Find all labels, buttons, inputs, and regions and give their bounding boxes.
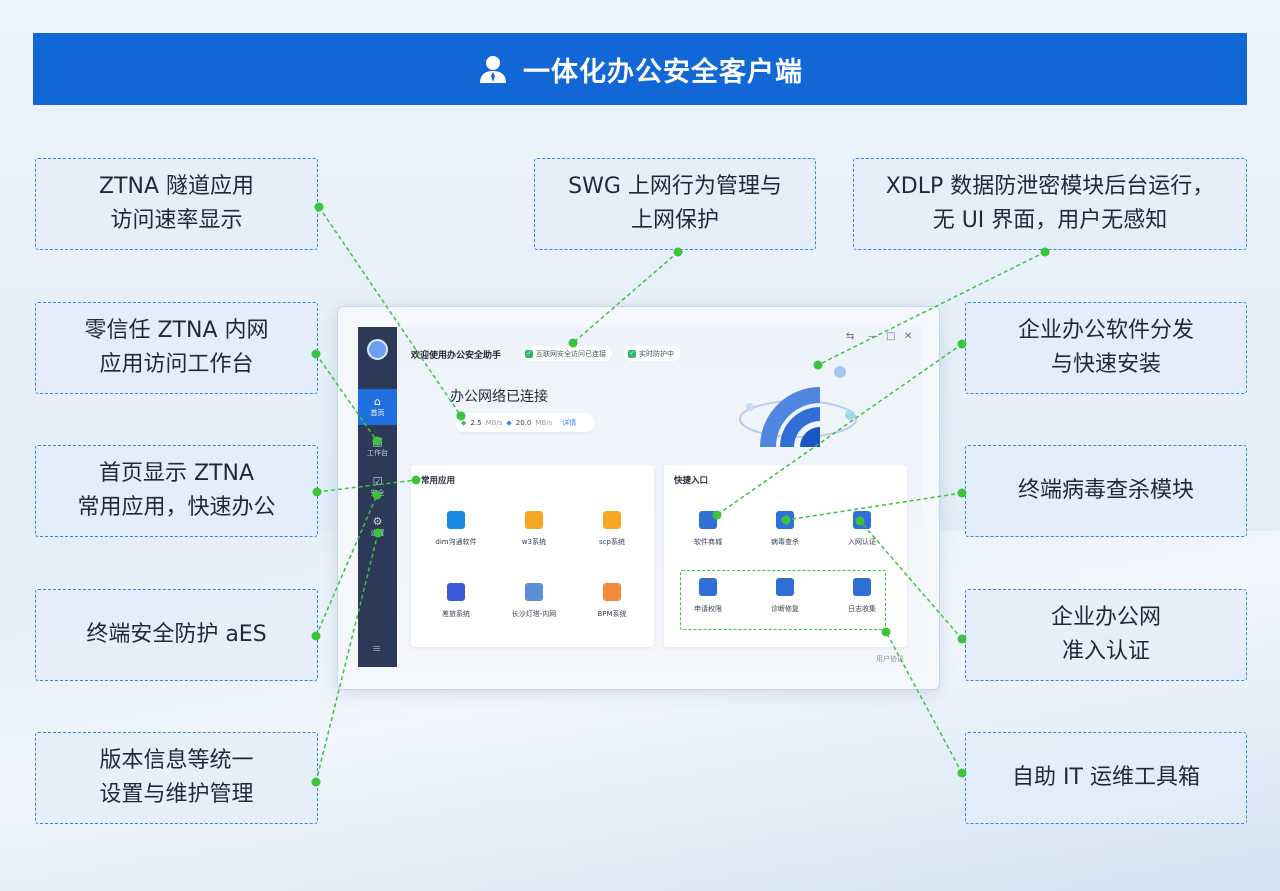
- quick-entry-tile[interactable]: 诊断修复: [755, 578, 815, 614]
- badge-check-icon: [853, 511, 871, 529]
- sidebar-item-label: 设置: [370, 529, 385, 537]
- callout-settings: 版本信息等统一 设置与维护管理: [35, 732, 318, 824]
- download-icon: ◆: [506, 418, 512, 427]
- callout-software-dist: 企业办公软件分发 与快速安装: [965, 302, 1247, 394]
- app-window: ⌂ 首页 ▣ 工作台 ☑ 安全 ⚙ 设置 ≡ 欢迎使用办公安全助手 ✓ 互联网安…: [358, 327, 922, 667]
- close-icon[interactable]: ✕: [904, 331, 913, 342]
- network-status: 办公网络已连接: [450, 389, 548, 405]
- quick-entry-tile[interactable]: 病毒查杀: [755, 511, 815, 547]
- callout-ztna-rate: ZTNA 隧道应用 访问速率显示: [35, 158, 318, 250]
- sidebar-item-workbench[interactable]: ▣ 工作台: [358, 429, 397, 465]
- download-unit: MB/s: [535, 418, 553, 427]
- app-sidebar: ⌂ 首页 ▣ 工作台 ☑ 安全 ⚙ 设置 ≡: [358, 327, 397, 667]
- quick-entry-title: 快捷入口: [674, 476, 709, 486]
- sidebar-item-label: 首页: [370, 409, 385, 417]
- key-shield-icon: [699, 578, 717, 596]
- callout-home-ztna: 首页显示 ZTNA 常用应用，快速办公: [35, 445, 318, 537]
- maximize-icon[interactable]: □: [886, 331, 896, 342]
- sidebar-item-label: 工作台: [367, 449, 388, 457]
- minimize-icon[interactable]: —: [868, 331, 878, 342]
- quick-entry-tile[interactable]: 入网认证: [832, 511, 892, 547]
- calendar-icon: [447, 583, 465, 601]
- callout-swg: SWG 上网行为管理与 上网保护: [534, 158, 816, 250]
- chat-icon: [447, 511, 465, 529]
- quick-entry-tile-label: 病毒查杀: [771, 538, 799, 546]
- common-app-tile-label: 长沙灯塔-内网: [511, 610, 557, 618]
- callout-it-toolbox: 自助 IT 运维工具箱: [965, 732, 1247, 824]
- common-apps-title: 常用应用: [421, 476, 456, 486]
- quick-entry-tile-label: 申请权限: [694, 605, 722, 613]
- menu-icon[interactable]: ≡: [372, 642, 382, 655]
- shield-check-icon: ☑: [372, 475, 383, 488]
- common-app-tile[interactable]: 长沙灯塔-内网: [504, 583, 564, 619]
- callout-antivirus: 终端病毒查杀模块: [965, 445, 1247, 537]
- user-agreement-link[interactable]: 用户协议: [876, 655, 904, 663]
- shield-icon: ✓: [525, 349, 533, 358]
- common-app-tile-label: scp系统: [599, 538, 625, 546]
- common-app-tile[interactable]: dim沟通软件: [426, 511, 486, 547]
- quick-entry-tile-label: 日志收集: [848, 605, 876, 613]
- store-icon: [699, 511, 717, 529]
- sidebar-item-label: 安全: [370, 489, 385, 497]
- flame-icon: [525, 511, 543, 529]
- upload-speed: 2.5: [470, 418, 482, 427]
- speed-detail-link[interactable]: 详情: [562, 418, 577, 427]
- status-pill-label: 互联网安全访问已连接: [536, 349, 606, 358]
- gear-icon: ⚙: [372, 515, 383, 528]
- quick-entry-tile-label: 软件商城: [694, 538, 722, 546]
- hex-icon: [603, 583, 621, 601]
- callout-xdlp: XDLP 数据防泄密模块后台运行， 无 UI 界面，用户无感知: [853, 158, 1247, 250]
- page-header: 一体化办公安全客户端: [33, 33, 1247, 105]
- speed-indicator: ◆ 2.5 MB/s ◆ 20.0 MB/s 详情: [455, 413, 595, 432]
- quick-entry-tile[interactable]: 软件商城: [678, 511, 738, 547]
- sidebar-item-settings[interactable]: ⚙ 设置: [358, 509, 397, 545]
- status-pill-internet[interactable]: ✓ 互联网安全访问已连接: [521, 346, 612, 361]
- sidebar-item-security[interactable]: ☑ 安全: [358, 469, 397, 505]
- wifi-shield-illustration: [739, 366, 857, 447]
- quick-entry-tile[interactable]: 日志收集: [832, 578, 892, 614]
- log-icon: [853, 578, 871, 596]
- callout-aes: 终端安全防护 aES: [35, 589, 318, 681]
- common-app-tile-label: dim沟通软件: [435, 538, 477, 546]
- quick-entry-tile-label: 入网认证: [848, 538, 876, 546]
- virus-icon: [776, 511, 794, 529]
- callout-zero-trust: 零信任 ZTNA 内网 应用访问工作台: [35, 302, 318, 394]
- common-app-tile-label: 差旅系统: [442, 610, 470, 618]
- quick-entry-tile[interactable]: 申请权限: [678, 578, 738, 614]
- common-app-tile[interactable]: scp系统: [582, 511, 642, 547]
- download-speed: 20.0: [515, 418, 532, 427]
- status-pill-label: 实时防护中: [639, 349, 674, 358]
- welcome-text: 欢迎使用办公安全助手: [411, 351, 502, 361]
- common-app-tile[interactable]: w3系统: [504, 511, 564, 547]
- quick-entry-tile-label: 诊断修复: [771, 605, 799, 613]
- shield-icon: ✓: [628, 349, 636, 358]
- upload-icon: ◆: [461, 418, 467, 427]
- callout-network-auth: 企业办公网 准入认证: [965, 589, 1247, 681]
- doc-icon: [603, 511, 621, 529]
- common-app-tile-label: BPM系统: [597, 610, 627, 618]
- home-icon: ⌂: [374, 395, 381, 408]
- avatar[interactable]: [367, 339, 388, 360]
- pulse-icon: [776, 578, 794, 596]
- quick-entry-panel: 快捷入口: [664, 465, 907, 647]
- page-title: 一体化办公安全客户端: [523, 56, 803, 88]
- sidebar-item-home[interactable]: ⌂ 首页: [358, 389, 397, 425]
- folder-icon: [525, 583, 543, 601]
- upload-unit: MB/s: [485, 418, 503, 427]
- switch-icon[interactable]: ⇆: [846, 331, 855, 342]
- common-app-tile[interactable]: BPM系统: [582, 583, 642, 619]
- common-app-tile-label: w3系统: [521, 538, 547, 546]
- status-pill-protection[interactable]: ✓ 实时防护中: [624, 346, 680, 361]
- user-icon: [480, 56, 506, 83]
- common-apps-panel: 常用应用: [411, 465, 654, 647]
- workbench-icon: ▣: [372, 435, 383, 448]
- common-app-tile[interactable]: 差旅系统: [426, 583, 486, 619]
